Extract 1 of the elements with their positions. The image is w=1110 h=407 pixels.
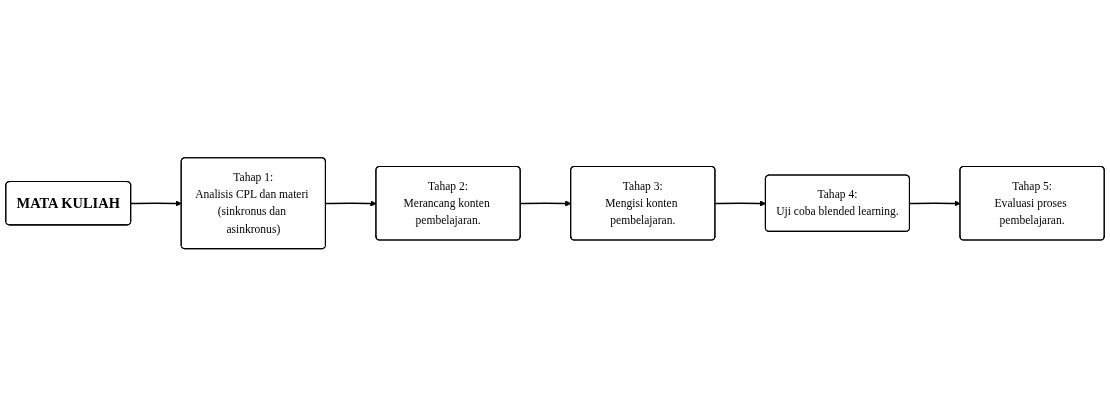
arrow [130,200,182,207]
